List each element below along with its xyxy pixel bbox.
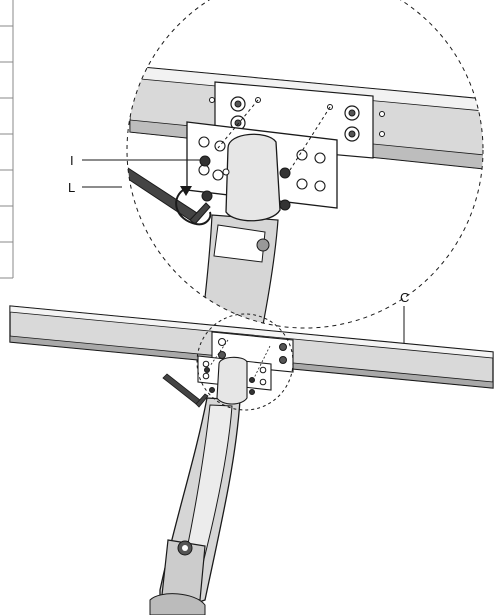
zoom-tilt-head xyxy=(225,133,281,222)
zoom-screws xyxy=(199,155,291,211)
allen-key-main xyxy=(162,373,201,405)
zoom-guide-lines xyxy=(217,99,331,171)
left-margin-table xyxy=(0,0,14,279)
tilt-head xyxy=(216,356,248,405)
zoom-detail xyxy=(126,0,484,329)
callout-label-c: C xyxy=(400,290,409,305)
rotate-arrow-icon xyxy=(175,186,212,226)
screw-i xyxy=(199,155,211,167)
zoom-front-plate-holes xyxy=(198,136,326,192)
main-assembly xyxy=(9,305,494,615)
callout-label-i: I xyxy=(70,153,74,168)
zoom-back-plate-bolts xyxy=(209,96,385,142)
zoom-reference-circle xyxy=(196,313,294,411)
callout-label-l: L xyxy=(68,180,75,195)
main-screws xyxy=(204,367,255,395)
zoom-circle-outline xyxy=(126,0,484,329)
